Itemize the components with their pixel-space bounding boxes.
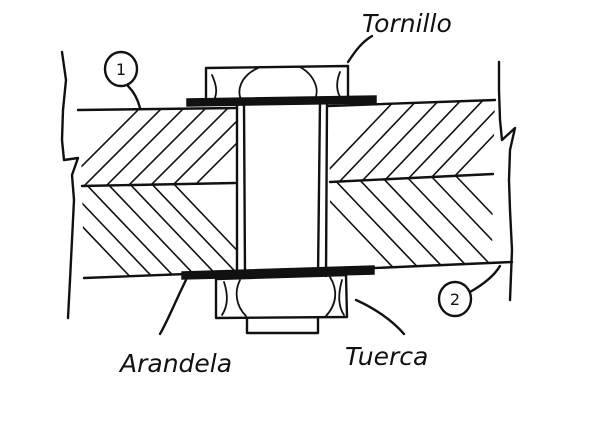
- nut-label: Tuerca: [345, 342, 428, 371]
- part-1-number: 1: [116, 60, 126, 79]
- washer-top: [186, 95, 377, 107]
- part-2-marker: 2: [437, 280, 473, 318]
- plate-2-hatching: [82, 183, 237, 278]
- nut: [214, 273, 349, 335]
- bolt: [204, 64, 350, 278]
- part-2-number: 2: [450, 290, 460, 309]
- leader-lines: [126, 34, 502, 336]
- plate-1-hatching-right: [328, 100, 495, 182]
- part-1-marker: 1: [103, 50, 139, 88]
- washer-bottom: [181, 265, 375, 280]
- screw-label: Tornillo: [362, 9, 452, 38]
- washer-label: Arandela: [118, 349, 232, 378]
- plate-2-hatching-right: [330, 174, 493, 270]
